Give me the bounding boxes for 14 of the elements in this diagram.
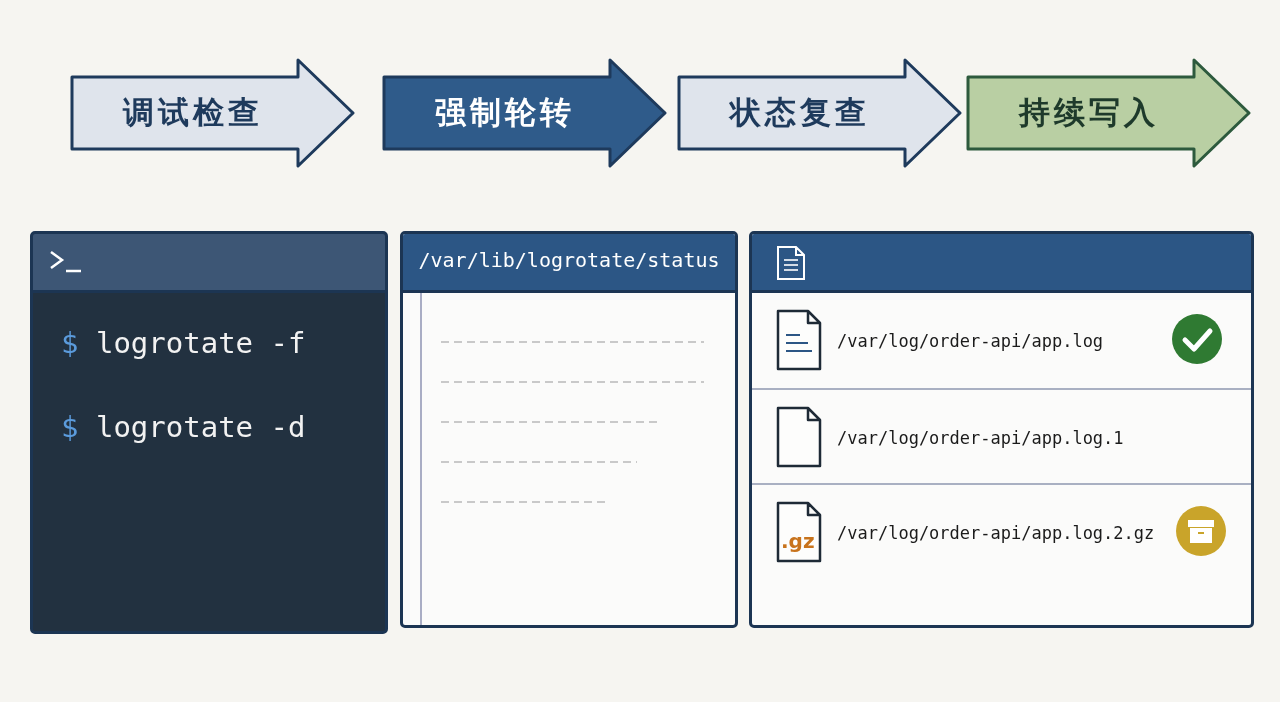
process-step-banner: 持续写入 (966, 57, 1252, 169)
file-extension-label: .gz (781, 529, 815, 553)
file-path: /var/log/order-api/app.log.2.gz (837, 522, 1155, 543)
command-text: $ logrotate -f (61, 326, 306, 360)
file-path-heading: /var/lib/logrotate/status (417, 248, 721, 272)
process-step-banner: 强制轮转 (382, 57, 668, 169)
process-step-banner: 状态复查 (677, 57, 963, 169)
file-path: /var/log/order-api/app.log (837, 330, 1104, 351)
terminal-window (30, 231, 388, 634)
process-step-banner: 调试检查 (70, 57, 356, 169)
command-text: $ logrotate -d (61, 410, 306, 444)
file-path: /var/log/order-api/app.log.1 (837, 427, 1124, 448)
file-list-panel (749, 231, 1254, 628)
file-panel (400, 231, 738, 628)
